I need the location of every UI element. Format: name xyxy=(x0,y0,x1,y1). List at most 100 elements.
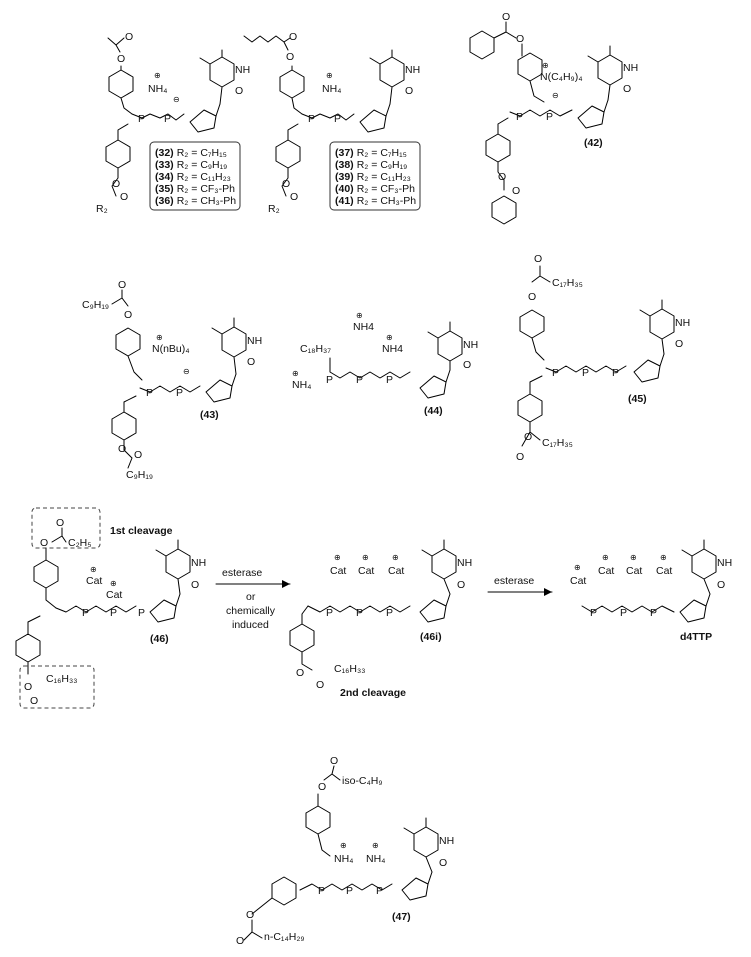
atom-p: P xyxy=(386,374,393,386)
atom-o: O xyxy=(717,579,725,591)
compound-number: (34) xyxy=(155,171,174,183)
charge-plus: ⊕ xyxy=(630,553,637,562)
atom-p: P xyxy=(146,387,153,399)
svg-text:(34)R₂ = C₁₁H₂₃: (34)R₂ = C₁₁H₂₃ xyxy=(155,171,231,183)
chain-c9h19: C₉H₁₉ xyxy=(126,469,153,481)
atom-o: O xyxy=(318,781,326,793)
atom-o: O xyxy=(246,909,254,921)
structure-42: O O N(C₄H₉)₄ ⊕ P P ⊖ NH O O O (42) xyxy=(469,11,638,225)
chain-c2h5: C₂H₅ xyxy=(68,537,91,549)
cation-label: N(C₄H₉)₄ xyxy=(540,71,582,83)
cleavage-box-top xyxy=(31,507,101,549)
charge-plus: ⊕ xyxy=(362,553,369,562)
charge-plus: ⊕ xyxy=(386,333,393,342)
nh-label: NH xyxy=(247,335,262,347)
chain-c17h35: C₁₇H₃₅ xyxy=(552,277,583,289)
atom-p: P xyxy=(308,113,315,125)
compound-number: (40) xyxy=(335,183,354,195)
charge-plus: ⊕ xyxy=(372,841,379,850)
substituent-box-37-41 xyxy=(329,141,421,211)
induced-label: induced xyxy=(232,619,269,631)
structure-47: O O iso-C₄H₉ NH₄ NH₄ ⊕ ⊕ P P P NH O O O … xyxy=(236,755,454,947)
atom-o: O xyxy=(330,755,338,767)
atom-o: O xyxy=(117,53,125,65)
charge-minus: ⊖ xyxy=(173,95,180,104)
nh-label: NH xyxy=(439,835,454,847)
charge-plus: ⊕ xyxy=(90,565,97,574)
substituent-text: R₂ = C₇H₁₅ xyxy=(357,147,407,159)
atom-p: P xyxy=(176,387,183,399)
or-label: or xyxy=(246,591,256,603)
atom-p: P xyxy=(612,367,619,379)
atom-p: P xyxy=(356,374,363,386)
atom-p: P xyxy=(82,607,89,619)
compound-number: (41) xyxy=(335,195,354,207)
structure-46: O C₂H₅ O 1st cleavage P P P Cat Cat ⊕ ⊕ … xyxy=(15,507,206,709)
compound-number: (39) xyxy=(335,171,354,183)
ammonium-label: NH₄ xyxy=(292,379,311,391)
atom-o: O xyxy=(296,667,304,679)
r2-label: R₂ xyxy=(268,203,280,215)
atom-o: O xyxy=(439,857,447,869)
nh-label: NH xyxy=(191,557,206,569)
substituent-text: R₂ = C₁₁H₂₃ xyxy=(357,171,411,183)
svg-text:(40)R₂ = CF₃-Ph: (40)R₂ = CF₃-Ph xyxy=(335,183,415,195)
atom-o: O xyxy=(289,31,297,43)
chain-c18h37: C₁₈H₃₇ xyxy=(300,343,331,355)
nh-label: NH xyxy=(717,557,732,569)
atom-p: P xyxy=(110,607,117,619)
atom-p: P xyxy=(334,113,341,125)
ammonium-label: NH4 xyxy=(353,321,374,333)
compound-number: (37) xyxy=(335,147,354,159)
atom-p: P xyxy=(376,885,383,897)
compound-label-46: (46) xyxy=(150,633,169,645)
cation-label: Cat xyxy=(626,565,642,577)
substituent-text: R₂ = C₁₁H₂₃ xyxy=(177,171,231,183)
atom-p: P xyxy=(546,111,553,123)
r2-label: R₂ xyxy=(96,203,108,215)
charge-plus: ⊕ xyxy=(110,579,117,588)
atom-o: O xyxy=(463,359,471,371)
first-cleavage-label: 1st cleavage xyxy=(110,525,173,537)
charge-plus: ⊕ xyxy=(154,71,161,80)
svg-text:(35)R₂ = CF₃-Ph: (35)R₂ = CF₃-Ph xyxy=(155,183,235,195)
reaction-arrow-1: esterase or chemically induced xyxy=(215,567,291,631)
chain-c16h33: C₁₆H₃₃ xyxy=(334,663,366,675)
nh-label: NH xyxy=(623,62,638,74)
atom-o: O xyxy=(236,935,244,947)
atom-o: O xyxy=(120,191,128,203)
charge-plus: ⊕ xyxy=(356,311,363,320)
chemically-label: chemically xyxy=(226,605,276,617)
charge-plus: ⊕ xyxy=(156,333,163,342)
atom-p: P xyxy=(326,607,333,619)
cation-label: Cat xyxy=(656,565,672,577)
box-32-36-rows: (32)R₂ = C₇H₁₅ (33)R₂ = C₉H₁₉ (34)R₂ = C… xyxy=(155,147,236,207)
svg-text:(32)R₂ = C₇H₁₅: (32)R₂ = C₇H₁₅ xyxy=(155,147,227,159)
ammonium-label: NH₄ xyxy=(366,853,385,865)
atom-p: P xyxy=(386,607,393,619)
atom-o: O xyxy=(524,431,532,443)
atom-p: P xyxy=(346,885,353,897)
atom-o: O xyxy=(405,85,413,97)
atom-o: O xyxy=(675,338,683,350)
atom-p: P xyxy=(516,111,523,123)
atom-o: O xyxy=(534,253,542,265)
atom-o: O xyxy=(40,537,48,549)
cation-label: Cat xyxy=(570,575,586,587)
substituent-box-32-36 xyxy=(149,141,241,211)
atom-o: O xyxy=(124,309,132,321)
atom-o: O xyxy=(125,31,133,43)
atom-o: O xyxy=(516,451,524,463)
compound-number: (36) xyxy=(155,195,174,207)
ammonium-label: NH4 xyxy=(382,343,403,355)
atom-o: O xyxy=(235,85,243,97)
atom-o: O xyxy=(282,178,290,190)
nh-label: NH xyxy=(457,557,472,569)
substituent-text: R₂ = C₇H₁₅ xyxy=(177,147,227,159)
cation-label: Cat xyxy=(388,565,404,577)
atom-p: P xyxy=(590,607,597,619)
structure-37-41: O O NH₄ ⊕ P P NH O O O R₂ xyxy=(243,31,420,215)
atom-o: O xyxy=(498,171,506,183)
